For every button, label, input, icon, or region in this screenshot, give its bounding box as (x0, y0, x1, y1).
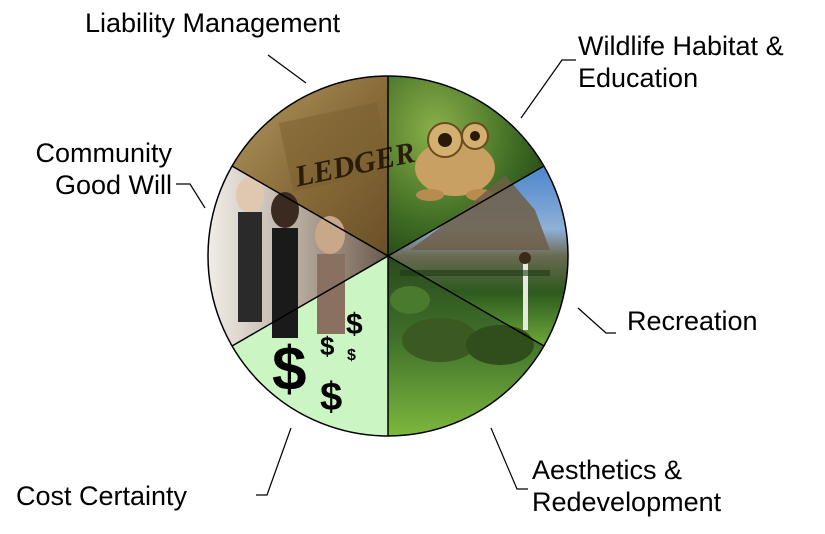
label-cost: Cost Certainty (16, 481, 188, 511)
leader-wildlife (520, 59, 576, 119)
pie-outline (207, 75, 569, 437)
leader-cost (256, 427, 292, 496)
dollar-sign-large: $ (272, 335, 306, 404)
people-image (236, 177, 345, 338)
golf-mountain-image (400, 175, 550, 330)
dollar-sign-small-b: $ (346, 308, 363, 341)
leader-community (176, 183, 206, 209)
pie-slice-cost (232, 256, 388, 437)
label-aesthetics: Aesthetics & Redevelopment (532, 455, 722, 517)
label-community: Community Good Will (35, 138, 172, 200)
slice-dividers (231, 76, 545, 436)
leader-lines (176, 54, 616, 496)
park-image (390, 286, 534, 365)
leader-recreation (577, 307, 616, 334)
label-wildlife: Wildlife Habitat & Education (578, 31, 784, 93)
leader-liability (267, 54, 307, 84)
dollar-signs: $ $ $ $ $ (272, 308, 363, 419)
leader-aesthetics (490, 427, 528, 490)
dollar-sign-small-a: $ (320, 331, 335, 361)
label-recreation: Recreation (627, 306, 758, 336)
frog-image (415, 122, 495, 201)
dollar-sign-medium: $ (320, 375, 342, 419)
label-liability: Liability Management (85, 8, 341, 38)
dollar-sign-tiny: $ (347, 347, 356, 364)
